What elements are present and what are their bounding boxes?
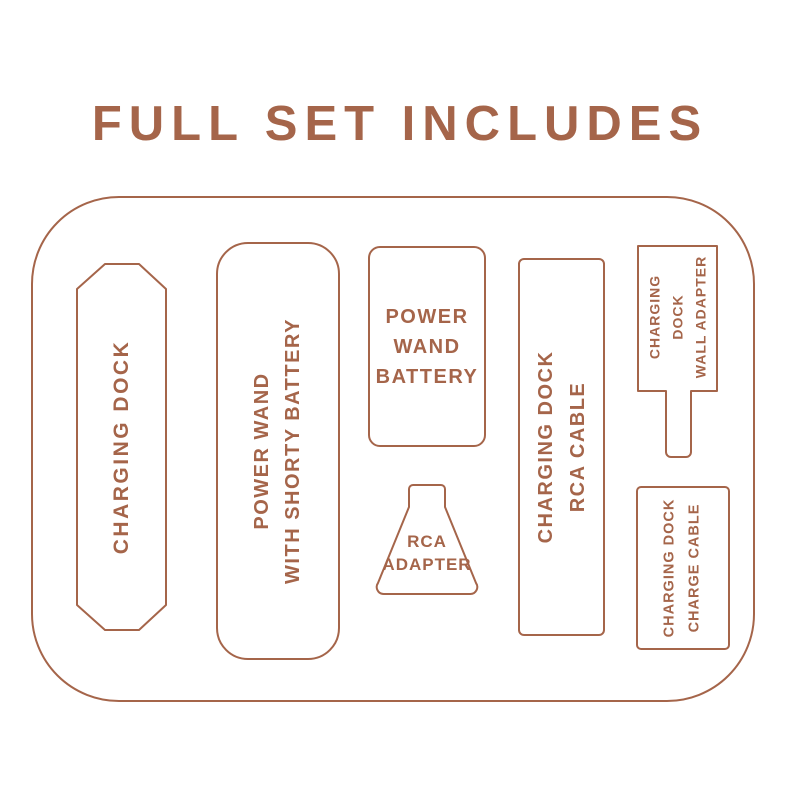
power-wand-label: POWER WAND WITH SHORTY BATTERY	[251, 318, 304, 584]
item-wall-adapter: CHARGING DOCK WALL ADAPTER	[635, 243, 720, 461]
charging-dock-shape	[76, 263, 167, 631]
item-rca-adapter: RCA ADAPTER	[373, 483, 481, 597]
kit-case-outline	[31, 196, 755, 702]
charge-cable-label: CHARGING DOCK CHARGE CABLE	[661, 498, 703, 638]
page-title: FULL SET INCLUDES	[91, 97, 709, 151]
item-charge-cable: CHARGING DOCK CHARGE CABLE	[636, 486, 730, 650]
wall-adapter-shape	[637, 245, 718, 458]
rca-adapter-shape	[375, 484, 479, 595]
item-charging-dock: CHARGING DOCK	[75, 262, 168, 632]
rca-cable-label: CHARGING DOCK RCA CABLE	[534, 350, 589, 544]
item-power-wand-battery: POWER WAND BATTERY	[368, 246, 486, 447]
rca-adapter-label: RCA ADAPTER	[382, 531, 472, 575]
item-power-wand: POWER WAND WITH SHORTY BATTERY	[216, 242, 340, 660]
charging-dock-label: CHARGING DOCK	[109, 339, 133, 555]
wall-adapter-label-zone: CHARGING DOCK WALL ADAPTER	[635, 243, 720, 391]
power-wand-battery-label: POWER WAND BATTERY	[375, 305, 479, 388]
wall-adapter-label: CHARGING DOCK WALL ADAPTER	[645, 255, 709, 379]
item-rca-cable: CHARGING DOCK RCA CABLE	[518, 258, 605, 636]
